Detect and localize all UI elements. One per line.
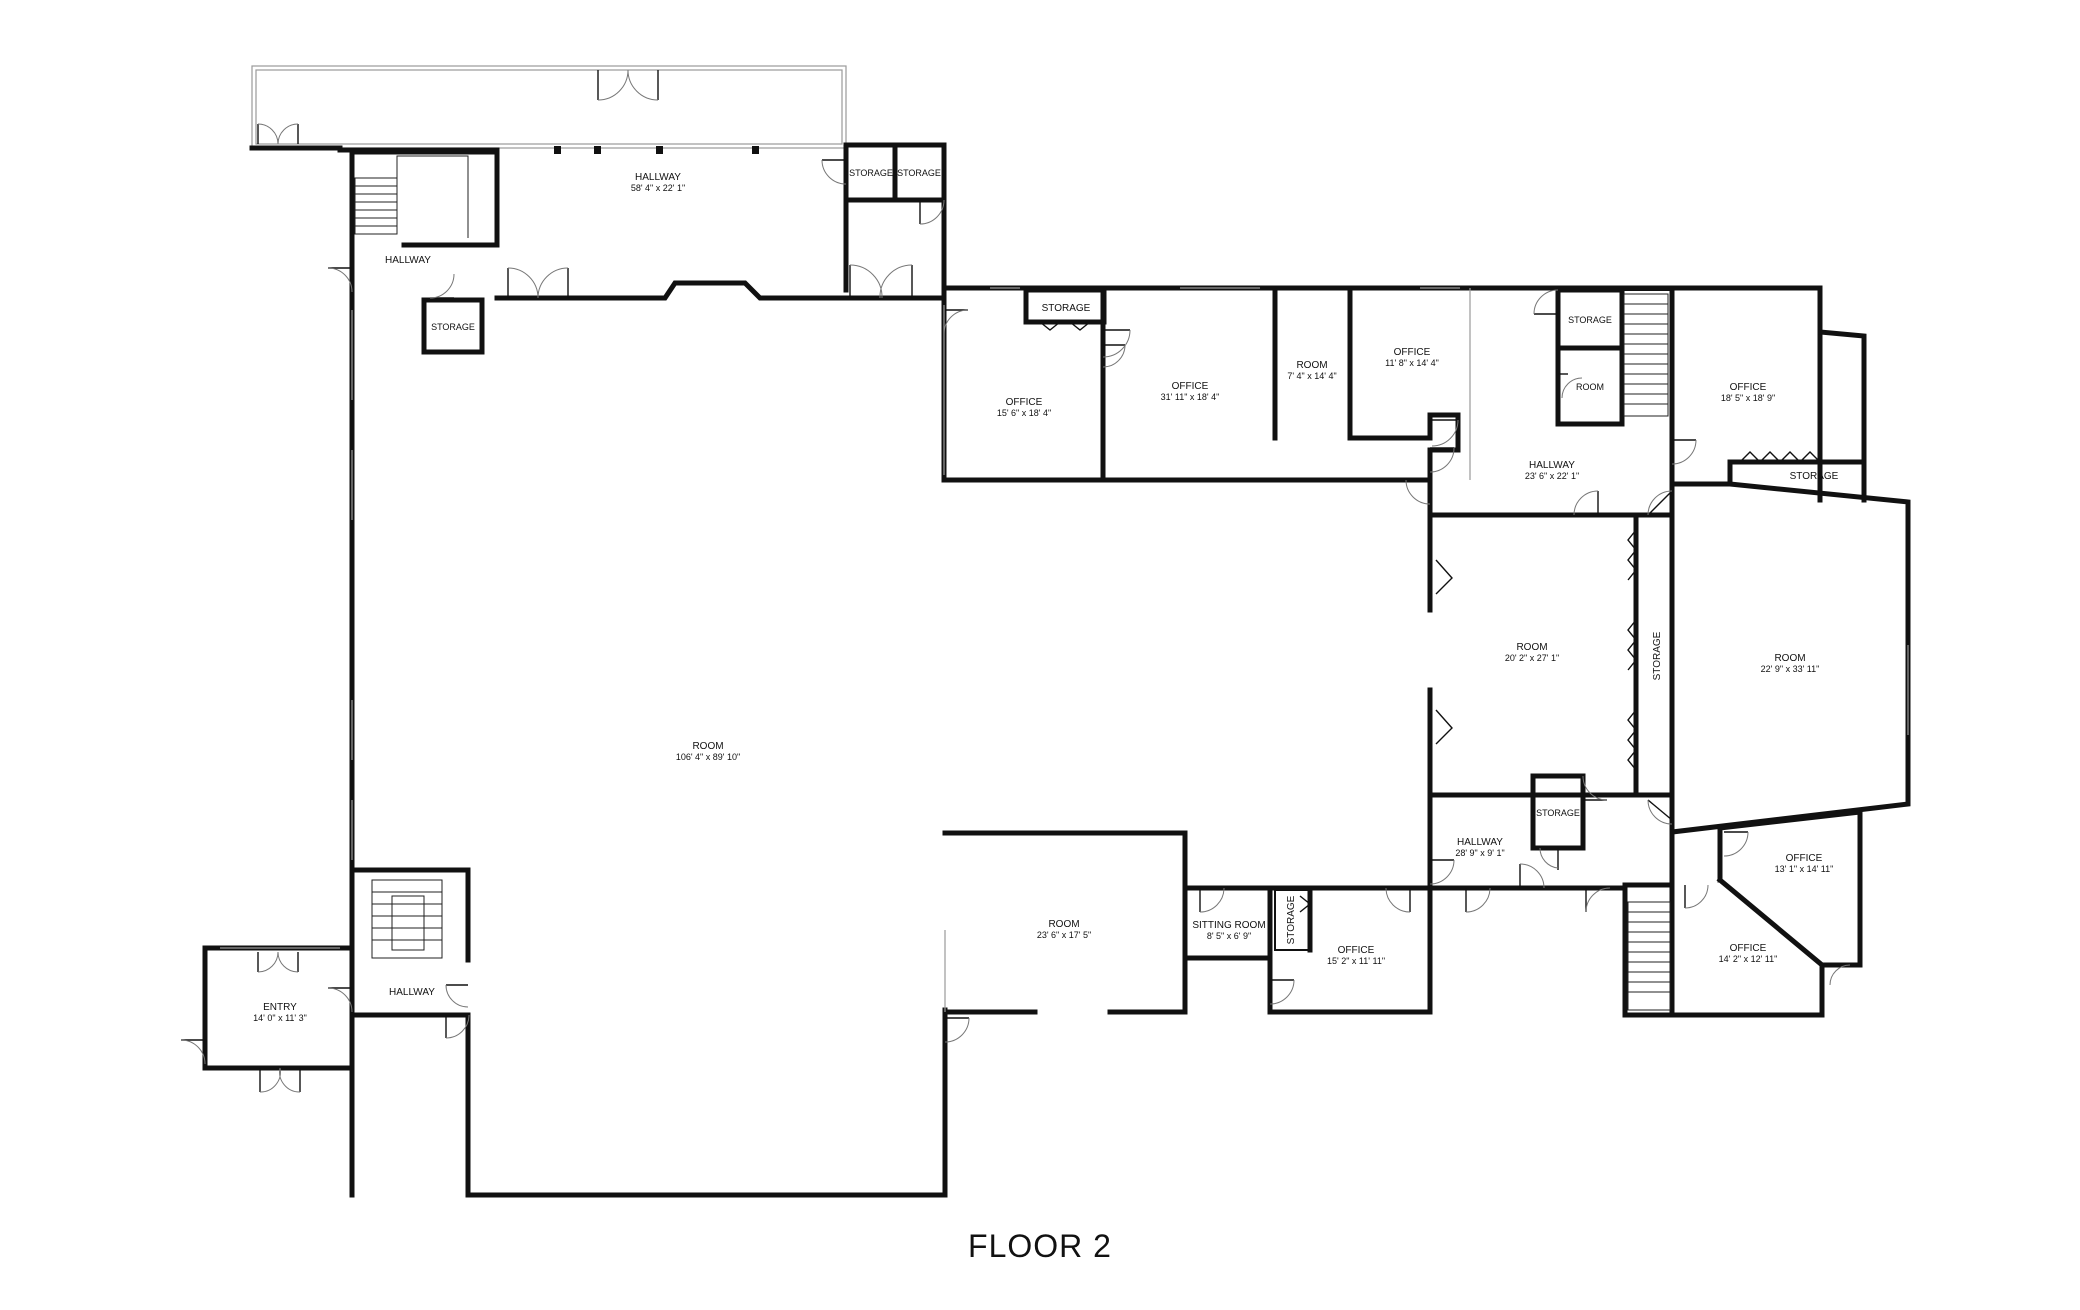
svg-text:23' 6" x 22' 1": 23' 6" x 22' 1" (1525, 471, 1579, 481)
svg-text:ROOM: ROOM (1516, 642, 1547, 653)
svg-text:20' 2" x 27' 1": 20' 2" x 27' 1" (1505, 653, 1559, 663)
walls-main-room (349, 477, 1433, 1198)
doors (180, 69, 1851, 1093)
svg-text:ROOM: ROOM (692, 741, 723, 752)
label-hallway-sw: HALLWAY (389, 987, 435, 998)
storage-left-walls (421, 297, 485, 355)
label-storage-top-2: STORAGE (897, 168, 941, 178)
walls-ne-block (1427, 285, 1867, 835)
staircase-ne (1623, 293, 1669, 417)
svg-text:106' 4" x 89' 10": 106' 4" x 89' 10" (676, 752, 740, 762)
svg-text:OFFICE: OFFICE (1394, 347, 1431, 358)
label-storage-hall-se: STORAGE (1536, 808, 1580, 818)
svg-text:ROOM: ROOM (1296, 360, 1327, 371)
svg-text:OFFICE: OFFICE (1730, 943, 1767, 954)
svg-text:ROOM: ROOM (1774, 653, 1805, 664)
floor-title: FLOOR 2 (968, 1228, 1112, 1264)
staircase-top-left (354, 155, 469, 238)
label-storage-south: STORAGE (1286, 895, 1297, 944)
walls-entry (202, 945, 355, 1071)
svg-text:28' 9" x 9' 1": 28' 9" x 9' 1" (1455, 848, 1504, 858)
svg-text:ROOM: ROOM (1048, 919, 1079, 930)
label-storage-left: STORAGE (431, 322, 475, 332)
columns (554, 146, 759, 154)
svg-text:13' 1" x 14' 11": 13' 1" x 14' 11" (1775, 864, 1834, 874)
svg-text:14' 2" x 12' 11": 14' 2" x 12' 11" (1719, 954, 1778, 964)
windows (351, 287, 1460, 860)
label-storage-ne-2: STORAGE (1790, 471, 1839, 482)
walls-south-rooms (1182, 885, 1433, 1015)
staircase-se (1627, 901, 1671, 1011)
svg-text:14' 0" x 11' 3": 14' 0" x 11' 3" (253, 1013, 307, 1023)
svg-text:31' 11" x 18' 4": 31' 11" x 18' 4" (1161, 392, 1220, 402)
label-storage-vertical: STORAGE (1652, 631, 1663, 680)
svg-text:OFFICE: OFFICE (1730, 382, 1767, 393)
svg-text:ENTRY: ENTRY (263, 1002, 297, 1013)
label-room-ne-small: ROOM (1576, 382, 1604, 392)
label-hallway-left: HALLWAY (385, 255, 431, 266)
svg-text:HALLWAY: HALLWAY (1457, 837, 1503, 848)
svg-text:8' 5" x 6' 9": 8' 5" x 6' 9" (1207, 931, 1251, 941)
svg-text:HALLWAY: HALLWAY (1529, 460, 1575, 471)
svg-text:OFFICE: OFFICE (1786, 853, 1823, 864)
svg-text:58' 4" x 22' 1": 58' 4" x 22' 1" (631, 183, 685, 193)
svg-text:7' 4" x 14' 4": 7' 4" x 14' 4" (1287, 371, 1336, 381)
svg-text:22' 9" x 33' 11": 22' 9" x 33' 11" (1761, 664, 1820, 674)
label-storage-ne: STORAGE (1568, 315, 1612, 325)
label-storage-top-1: STORAGE (849, 168, 893, 178)
svg-text:11' 8" x 14' 4": 11' 8" x 14' 4" (1385, 358, 1439, 368)
svg-text:15' 2" x 11' 11": 15' 2" x 11' 11" (1327, 956, 1385, 966)
svg-text:18' 5" x 18' 9": 18' 5" x 18' 9" (1721, 393, 1775, 403)
walls-sw (349, 867, 471, 1018)
svg-text:15' 6" x 18' 4": 15' 6" x 18' 4" (997, 408, 1051, 418)
label-storage-office-strip: STORAGE (1042, 303, 1091, 314)
walls-center-right (1427, 515, 1675, 1015)
svg-text:OFFICE: OFFICE (1172, 381, 1209, 392)
svg-text:SITTING ROOM: SITTING ROOM (1192, 920, 1265, 931)
svg-text:HALLWAY: HALLWAY (635, 172, 681, 183)
walls-se-offices (1427, 809, 1863, 1018)
svg-text:23' 6" x 17' 5": 23' 6" x 17' 5" (1037, 930, 1091, 940)
terrace (249, 65, 847, 153)
svg-text:OFFICE: OFFICE (1006, 397, 1043, 408)
svg-text:OFFICE: OFFICE (1338, 945, 1375, 956)
